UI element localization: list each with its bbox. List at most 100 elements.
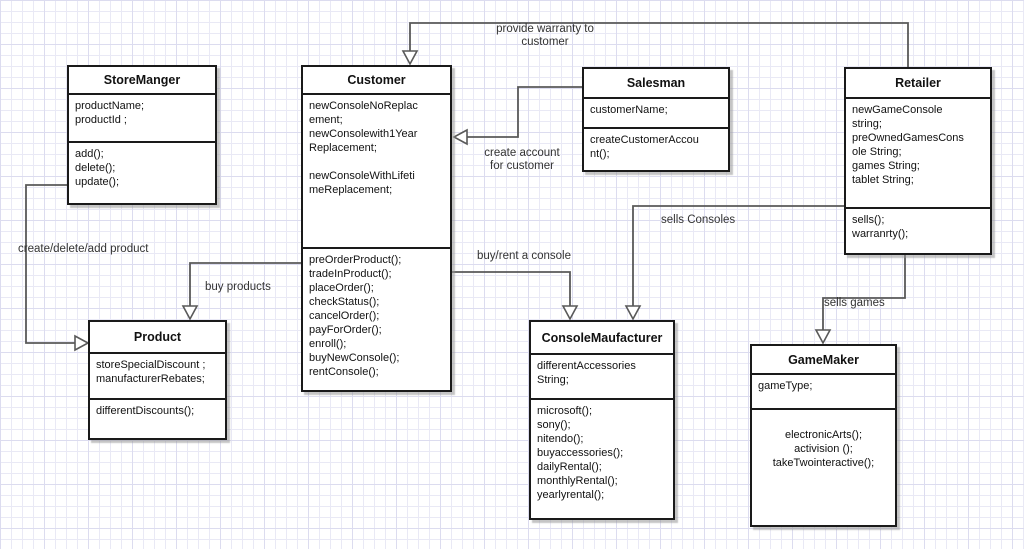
- attribute-line: storeSpecialDiscount ;: [96, 359, 206, 371]
- attribute-line: Replacement;: [309, 142, 377, 154]
- attribute-line: preOwnedGamesCons: [852, 132, 964, 144]
- method-line: rentConsole();: [309, 366, 379, 378]
- relation-label-sells-games[interactable]: sells games: [824, 297, 885, 310]
- class-attributes: newConsoleNoReplac ement; newConsolewith…: [303, 95, 450, 249]
- relation-label-line: buy/rent a console: [477, 250, 571, 262]
- hollow-arrow-icon: [561, 305, 579, 321]
- method-line: electronicArts();: [784, 429, 863, 441]
- class-box-retailer[interactable]: Retailer newGameConsole string; preOwned…: [844, 67, 992, 255]
- method-line: [758, 414, 889, 428]
- class-methods: add(); delete(); update();: [69, 143, 215, 203]
- method-line: nt();: [590, 148, 610, 160]
- attribute-line: productName;: [75, 100, 145, 112]
- class-attributes: newGameConsole string; preOwnedGamesCons…: [846, 99, 990, 209]
- class-box-gamemaker[interactable]: GameMaker gameType; electronicArts(); ac…: [750, 344, 897, 527]
- method-line: placeOrder();: [309, 282, 374, 294]
- attribute-line: productId ;: [75, 114, 127, 126]
- hollow-arrow-icon: [624, 305, 642, 321]
- relation-label-create-account[interactable]: create account for customer: [452, 147, 592, 173]
- class-attributes: storeSpecialDiscount ; manufacturerRebat…: [90, 354, 225, 400]
- relation-label-sells-consoles[interactable]: sells Consoles: [661, 214, 735, 227]
- connector-buy-rent-console[interactable]: [452, 271, 579, 321]
- method-line: sony();: [537, 419, 571, 431]
- relation-label-buy-products[interactable]: buy products: [205, 281, 271, 294]
- method-line: differentDiscounts();: [96, 405, 195, 417]
- hollow-arrow-icon: [74, 334, 90, 352]
- class-methods: microsoft(); sony(); nitendo(); buyacces…: [531, 400, 673, 518]
- method-line: nitendo();: [537, 433, 584, 445]
- relation-label-line: create account: [484, 147, 560, 159]
- method-line: monthlyRental();: [537, 475, 618, 487]
- attribute-line: games String;: [852, 160, 920, 172]
- method-line: createCustomerAccou: [590, 134, 699, 146]
- class-title: Salesman: [584, 69, 728, 99]
- class-methods: electronicArts(); activision (); takeTwo…: [752, 410, 895, 525]
- relation-label-line: sells Consoles: [661, 214, 736, 226]
- class-attributes: productName; productId ;: [69, 95, 215, 143]
- class-attributes: differentAccessories String;: [531, 355, 673, 400]
- relation-label-buy-rent-console[interactable]: buy/rent a console: [477, 250, 571, 263]
- attribute-line: manufacturerRebates;: [96, 373, 205, 385]
- attribute-line: differentAccessories: [537, 360, 636, 372]
- attribute-line: meReplacement;: [309, 184, 393, 196]
- method-line: add();: [75, 148, 104, 160]
- class-box-customer[interactable]: Customer newConsoleNoReplac ement; newCo…: [301, 65, 452, 392]
- relation-label-provide-warranty[interactable]: provide warranty to customer: [470, 23, 620, 49]
- method-line: activision ();: [794, 443, 853, 455]
- method-line: sells();: [852, 214, 885, 226]
- connector-create-delete-add-product[interactable]: [25, 184, 90, 352]
- attribute-line: gameType;: [758, 380, 813, 392]
- class-methods: sells(); warranrty();: [846, 209, 990, 253]
- attribute-line: newConsolewith1Year: [309, 128, 418, 140]
- connector-sells-games[interactable]: [814, 255, 906, 345]
- class-title: Retailer: [846, 69, 990, 99]
- attribute-line: newGameConsole: [852, 104, 943, 116]
- class-title: ConsoleMaufacturer: [531, 322, 673, 355]
- connector-sells-consoles[interactable]: [624, 205, 844, 321]
- method-line: payForOrder();: [309, 324, 382, 336]
- class-attributes: gameType;: [752, 375, 895, 410]
- attribute-line: tablet String;: [852, 174, 914, 186]
- relation-label-create-delete-add[interactable]: create/delete/add product: [18, 243, 148, 256]
- method-line: microsoft();: [537, 405, 592, 417]
- relation-label-line: create/delete/add product: [18, 243, 149, 255]
- method-line: cancelOrder();: [309, 310, 380, 322]
- class-title: Customer: [303, 67, 450, 95]
- method-line: tradeInProduct();: [309, 268, 392, 280]
- class-box-consolemaufacturer[interactable]: ConsoleMaufacturer differentAccessories …: [529, 320, 675, 520]
- hollow-arrow-icon: [814, 329, 832, 345]
- relation-label-line: buy products: [205, 281, 271, 293]
- connector-buy-products[interactable]: [181, 262, 301, 321]
- connector-provide-warranty[interactable]: [401, 22, 909, 67]
- method-line: delete();: [75, 162, 116, 174]
- class-title: StoreManger: [69, 67, 215, 95]
- attribute-line: ole String;: [852, 146, 902, 158]
- class-box-salesman[interactable]: Salesman customerName; createCustomerAcc…: [582, 67, 730, 172]
- method-line: enroll();: [309, 338, 347, 350]
- method-line: buyNewConsole();: [309, 352, 400, 364]
- relation-label-line: for customer: [490, 160, 554, 172]
- relation-label-line: customer: [521, 36, 569, 48]
- connector-create-account[interactable]: [452, 86, 582, 146]
- class-methods: createCustomerAccou nt();: [584, 129, 728, 170]
- class-methods: preOrderProduct(); tradeInProduct(); pla…: [303, 249, 450, 390]
- method-line: dailyRental();: [537, 461, 602, 473]
- class-title: GameMaker: [752, 346, 895, 375]
- method-line: preOrderProduct();: [309, 254, 402, 266]
- attribute-line: ement;: [309, 114, 343, 126]
- relation-label-line: provide warranty to: [496, 23, 594, 35]
- attribute-line: customerName;: [590, 104, 668, 116]
- attribute-line: newConsoleWithLifeti: [309, 170, 415, 182]
- class-box-storemanger[interactable]: StoreManger productName; productId ; add…: [67, 65, 217, 205]
- method-line: yearlyrental();: [537, 489, 605, 501]
- method-line: update();: [75, 176, 120, 188]
- class-box-product[interactable]: Product storeSpecialDiscount ; manufactu…: [88, 320, 227, 440]
- class-methods: differentDiscounts();: [90, 400, 225, 438]
- method-line: buyaccessories();: [537, 447, 624, 459]
- class-title: Product: [90, 322, 225, 354]
- attribute-line: String;: [537, 374, 569, 386]
- hollow-arrow-icon: [401, 50, 419, 66]
- hollow-arrow-icon: [181, 305, 199, 321]
- attribute-line: string;: [852, 118, 882, 130]
